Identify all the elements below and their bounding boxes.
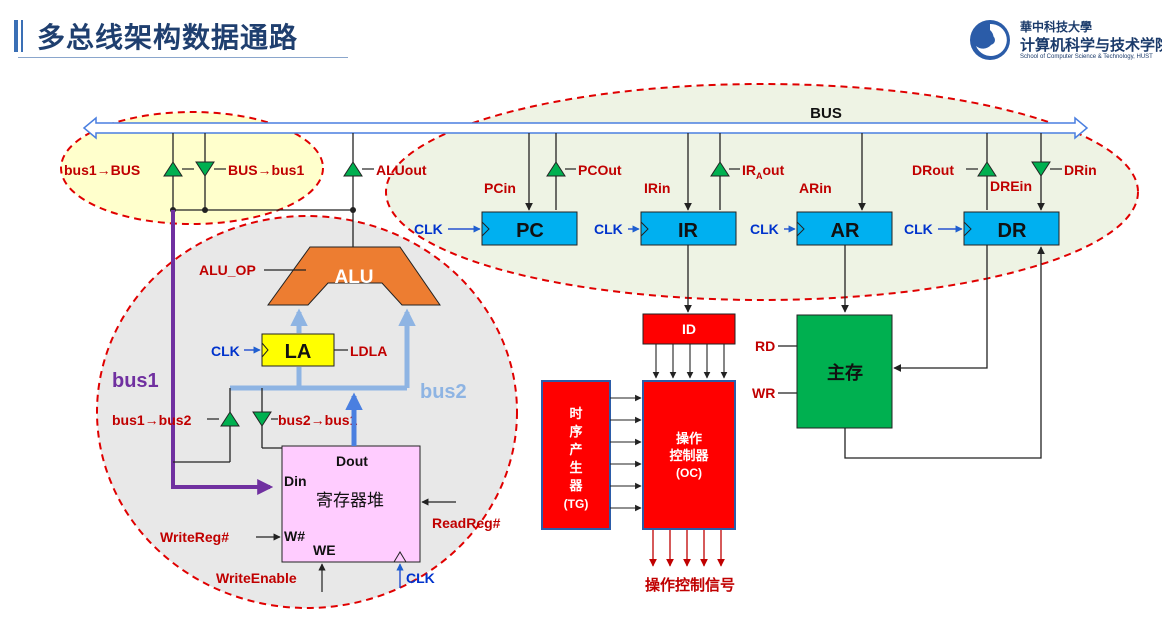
bus2-lines — [230, 308, 416, 391]
dr-register — [963, 211, 1060, 246]
ar-clk-label: CLK — [750, 221, 779, 237]
oc-line1: 操作 — [676, 431, 702, 447]
tg-char-3: 产 — [569, 442, 582, 458]
write-enable-label: WriteEnable — [216, 570, 297, 586]
alu-op-label: ALU_OP — [199, 262, 256, 278]
memory-label: 主存 — [827, 362, 863, 384]
dr-clk-label: CLK — [904, 221, 933, 237]
control-signal-arrows — [649, 530, 725, 567]
id-decoder — [642, 313, 736, 345]
bus-register-region — [385, 83, 1139, 301]
page-title: 多总线架构数据通路 — [37, 21, 299, 54]
regfile-title: 寄存器堆 — [316, 491, 384, 511]
bus2-to-bus1-gate-icon — [252, 411, 272, 427]
ldla-label: LDLA — [350, 343, 387, 359]
dr-label: DR — [998, 220, 1027, 242]
bus1-to-bus2-gate-icon — [220, 411, 240, 427]
oc-line2: 控制器 — [669, 448, 709, 464]
title-underline — [18, 57, 348, 58]
wr-label: WR — [752, 385, 775, 401]
regfile-w-label: W# — [284, 528, 305, 544]
junction-dot — [350, 207, 356, 213]
bus2-to-bus1-label: bus2→bus1 — [278, 412, 358, 428]
pc-in-label: PCin — [484, 180, 516, 196]
pc-out-gate-icon — [546, 161, 566, 177]
bus-to-bus1-label: BUS→bus1 — [228, 162, 304, 178]
bus2-gate-wiring — [173, 388, 282, 463]
bus1-gate-region — [60, 111, 324, 225]
pc-out-label: PCOut — [578, 162, 622, 178]
dr-out-gate-icon — [977, 161, 997, 177]
ir-clk-label: CLK — [594, 221, 623, 237]
dr-in-gate-icon — [1031, 161, 1051, 177]
ir-out-label: IRAout — [742, 162, 785, 181]
alu-shape — [267, 246, 441, 306]
bus-label: BUS — [810, 105, 842, 122]
alu-out-gate-icon — [343, 161, 363, 177]
tg-char-2: 序 — [569, 424, 582, 440]
hust-emblem-icon — [970, 20, 1010, 60]
ir-in-label: IRin — [644, 180, 670, 196]
pc-clk-label: CLK — [414, 221, 443, 237]
dr-out-label: DRout — [912, 162, 954, 178]
id-to-oc-arrows — [652, 344, 728, 379]
bus2-label: bus2 — [420, 381, 467, 403]
alu-out-label: ALUout — [376, 162, 427, 178]
ir-out-tail: out — [763, 162, 785, 178]
title-bar: 多总线架构数据通路 — [14, 14, 298, 58]
dr-ein-label: DREin — [990, 178, 1032, 194]
tg-char-4: 生 — [569, 460, 582, 476]
dr-in-label: DRin — [1064, 162, 1097, 178]
register-file — [281, 445, 421, 563]
ir-out-subscript: A — [756, 171, 763, 181]
control-signals-label: 操作控制信号 — [645, 576, 735, 594]
bus1-line — [171, 210, 274, 495]
la-label: LA — [285, 341, 312, 363]
bus1-to-bus-label: bus1→BUS — [64, 162, 140, 178]
ir-out-main: IR — [742, 162, 756, 178]
logo-school-english: School of Computer Science & Technology,… — [1020, 54, 1153, 60]
la-clk-label: CLK — [211, 343, 240, 359]
logo-university-name: 華中科技大學 — [1020, 20, 1093, 34]
logo-school-name: 计算机科学与技术学院 — [1020, 36, 1162, 54]
ar-in-label: ARin — [799, 180, 832, 196]
pc-label: PC — [516, 220, 544, 242]
regfile-clk-label: CLK — [406, 570, 435, 586]
tg-char-1: 时 — [569, 406, 582, 422]
bus1-to-bus-gate-icon — [163, 161, 183, 177]
bus-to-bus1-gate-icon — [195, 161, 215, 177]
tg-to-oc-arrows — [610, 394, 642, 512]
timing-generator — [541, 380, 611, 530]
ar-register — [796, 211, 893, 246]
title-accent-bar-thin — [21, 20, 23, 52]
ar-label: AR — [831, 220, 860, 242]
write-reg-label: WriteReg# — [160, 529, 229, 545]
regfile-we-label: WE — [313, 542, 336, 558]
junction-dot — [202, 207, 208, 213]
rd-label: RD — [755, 338, 775, 354]
tg-char-5: 器 — [568, 479, 583, 494]
read-reg-label: ReadReg# — [432, 515, 501, 531]
title-accent-bar — [14, 20, 18, 52]
operation-controller — [642, 380, 736, 530]
regfile-dout-label: Dout — [336, 453, 368, 469]
tg-abbr: (TG) — [564, 497, 589, 511]
register-bus-wiring — [525, 133, 1045, 211]
ir-out-gate-icon — [710, 161, 730, 177]
id-label: ID — [682, 321, 696, 337]
pc-register — [481, 211, 578, 246]
alu-label: ALU — [334, 267, 373, 288]
ir-register — [640, 211, 737, 246]
main-bus: BUS — [82, 105, 1089, 140]
oc-abbr: (OC) — [676, 466, 702, 480]
bus1-label: bus1 — [112, 370, 159, 392]
bus1-to-bus2-label: bus1→bus2 — [112, 412, 192, 428]
ir-label: IR — [678, 220, 699, 242]
regfile-din-label: Din — [284, 473, 307, 489]
university-logo: 華中科技大學 计算机科学与技术学院 School of Computer Sci… — [968, 14, 1162, 66]
